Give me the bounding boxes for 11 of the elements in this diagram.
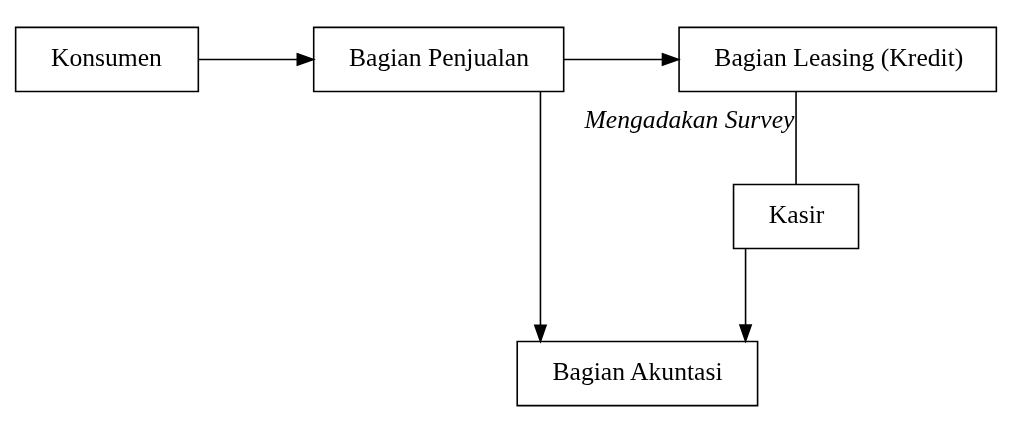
node-box: Konsumen [14, 26, 199, 92]
arrow [738, 247, 752, 343]
arrow [533, 90, 547, 344]
node-box: Kasir [732, 183, 859, 249]
node-box: Bagian Penjualan [312, 26, 564, 92]
node-box: Bagian Leasing (Kredit) [677, 26, 997, 92]
arrow [197, 52, 316, 66]
connector [794, 90, 797, 185]
arrow [562, 52, 681, 66]
edge-label: Mengadakan Survey [584, 104, 794, 134]
node-box: Bagian Akuntasi [515, 340, 758, 406]
